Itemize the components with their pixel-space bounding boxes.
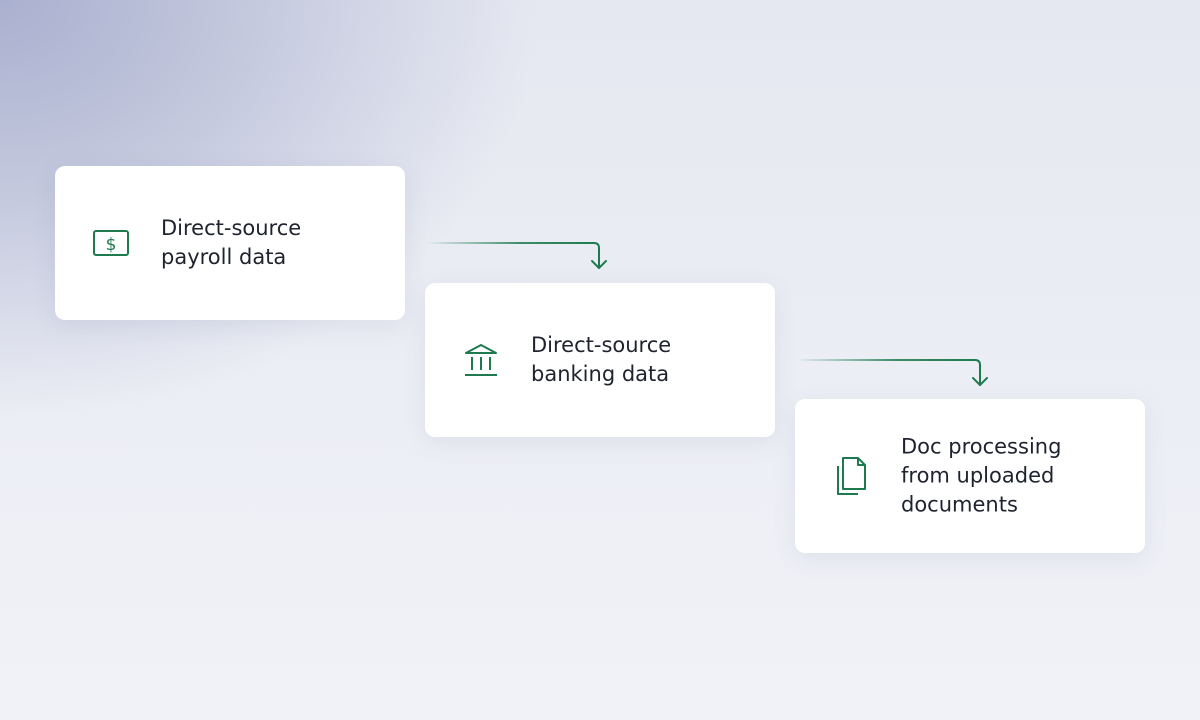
documents-icon: [831, 456, 871, 496]
step-label-payroll: Direct-source payroll data: [161, 216, 302, 269]
connector-path-1: [424, 242, 607, 269]
dollar-bill-icon: $: [91, 223, 131, 263]
bank-icon: [461, 340, 501, 380]
step-card-payroll: $ Direct-source payroll data: [55, 166, 405, 320]
step-label-banking: Direct-source banking data: [531, 333, 672, 386]
step-card-documents: Doc processing from uploaded documents: [795, 399, 1145, 553]
svg-text:$: $: [106, 235, 117, 255]
step-label-documents: Doc processing from uploaded documents: [901, 434, 1062, 517]
step-card-banking: Direct-source banking data: [425, 283, 775, 437]
connector-path-2: [799, 359, 988, 386]
